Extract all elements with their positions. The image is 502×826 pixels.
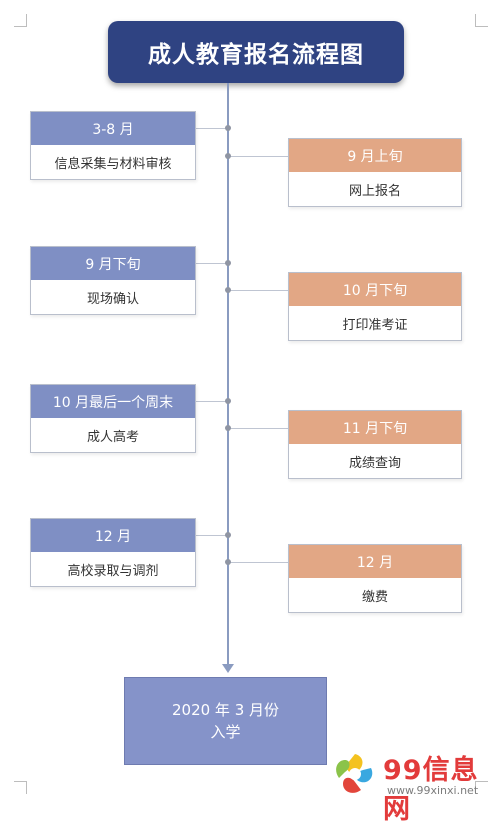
step-time: 12 月: [31, 519, 195, 552]
timeline-dot: [225, 532, 231, 538]
connector-left-3: [195, 401, 228, 402]
connector-left-4: [195, 535, 228, 536]
step-card-left-4: 12 月 高校录取与调剂: [30, 518, 196, 587]
step-card-left-1: 3-8 月 信息采集与材料审核: [30, 111, 196, 180]
step-time: 10 月最后一个周末: [31, 385, 195, 418]
watermark-url: www.99xinxi.net: [387, 784, 479, 797]
step-time: 9 月上旬: [289, 139, 461, 172]
timeline-dot: [225, 398, 231, 404]
step-time: 11 月下旬: [289, 411, 461, 444]
title-banner: 成人教育报名流程图: [108, 21, 404, 83]
timeline-dot: [225, 287, 231, 293]
timeline-dot: [225, 153, 231, 159]
timeline-arrow-icon: [222, 664, 234, 673]
timeline-dot: [225, 125, 231, 131]
step-time: 12 月: [289, 545, 461, 578]
step-event: 信息采集与材料审核: [54, 156, 172, 172]
final-step-label: 入学: [210, 723, 241, 741]
step-event: 打印准考证: [342, 317, 408, 333]
watermark-logo-icon: [336, 754, 373, 793]
timeline-dot: [225, 559, 231, 565]
step-card-right-1: 9 月上旬 网上报名: [288, 138, 462, 207]
watermark: 99信息网 www.99xinxi.net: [325, 748, 500, 825]
step-card-right-2: 10 月下旬 打印准考证: [288, 272, 462, 341]
crop-mark-top-left: [14, 14, 27, 27]
timeline-dot: [225, 260, 231, 266]
step-time: 3-8 月: [31, 112, 195, 145]
step-card-left-2: 9 月下旬 现场确认: [30, 246, 196, 315]
connector-right-4: [229, 562, 289, 563]
connector-left-1: [195, 128, 228, 129]
crop-mark-top-right: [475, 14, 488, 27]
connector-left-2: [195, 263, 228, 264]
timeline-dot: [225, 425, 231, 431]
connector-right-2: [229, 290, 289, 291]
final-step-date: 2020 年 3 月份: [171, 701, 280, 719]
step-card-right-4: 12 月 缴费: [288, 544, 462, 613]
step-time: 9 月下旬: [31, 247, 195, 280]
connector-right-1: [229, 156, 289, 157]
step-event: 缴费: [361, 589, 388, 605]
step-card-left-3: 10 月最后一个周末 成人高考: [30, 384, 196, 453]
diagram-title: 成人教育报名流程图: [148, 42, 364, 68]
crop-mark-bottom-left: [14, 781, 27, 794]
step-event: 现场确认: [86, 291, 139, 307]
connector-right-3: [229, 428, 289, 429]
step-time: 10 月下旬: [289, 273, 461, 306]
step-event: 网上报名: [348, 183, 401, 199]
step-event: 高校录取与调剂: [67, 563, 159, 579]
timeline-spine: [227, 83, 229, 668]
step-card-right-3: 11 月下旬 成绩查询: [288, 410, 462, 479]
step-event: 成绩查询: [348, 455, 401, 471]
step-event: 成人高考: [86, 429, 139, 445]
final-step-box: 2020 年 3 月份 入学: [124, 677, 327, 765]
crop-mark-bottom-right: [475, 781, 488, 794]
